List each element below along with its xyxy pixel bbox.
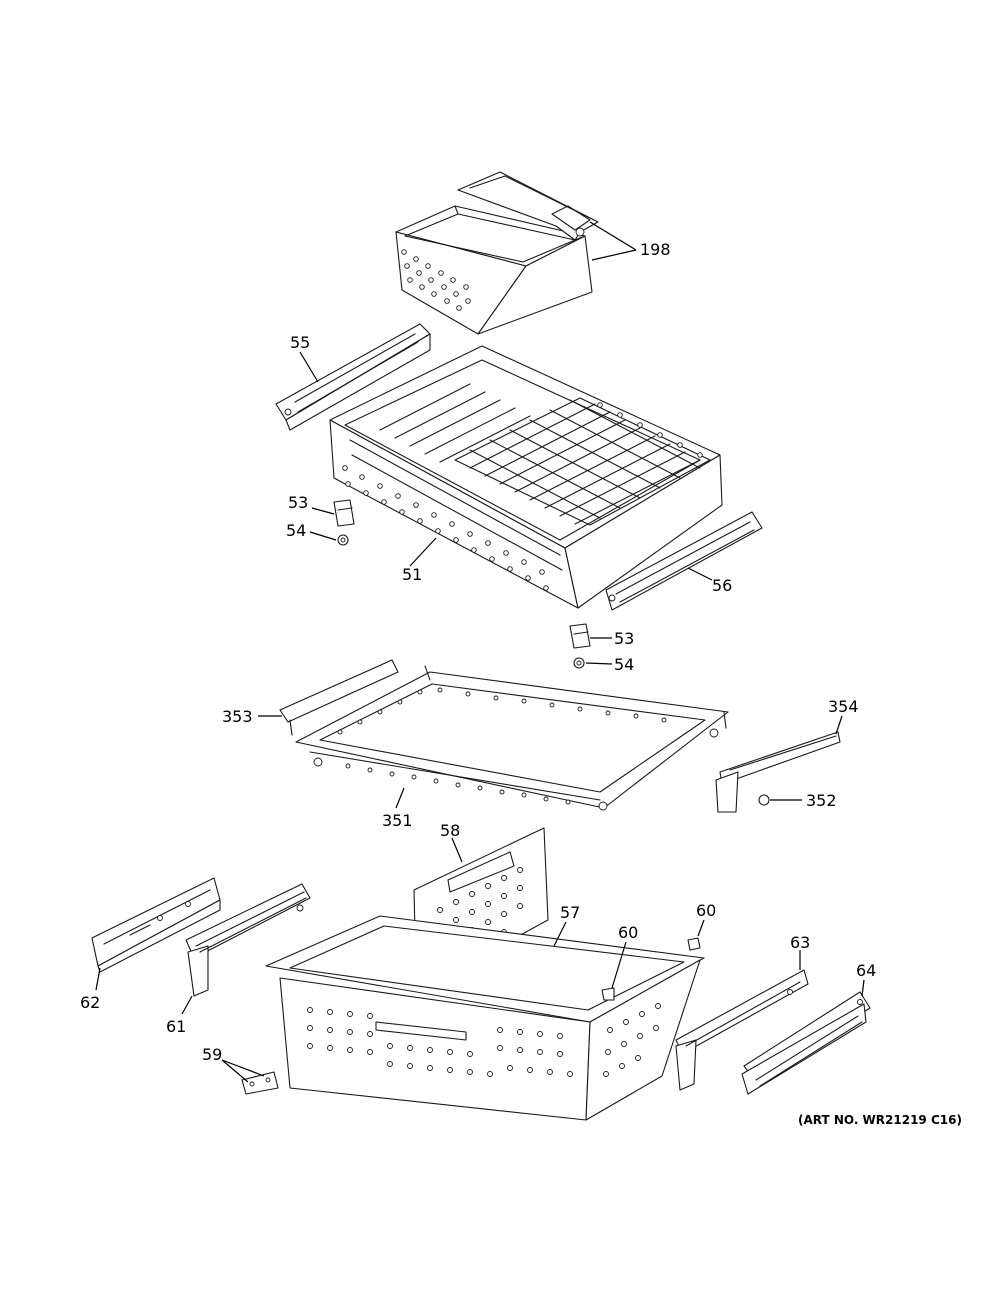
part-61-left-inner-slide [185, 883, 311, 997]
part-55-left-slide-rail [275, 323, 431, 431]
part-351-drawer-frame [279, 659, 729, 811]
callout-label-54-right: 54 [614, 655, 634, 674]
callout-label-51: 51 [402, 565, 422, 584]
wire-basket-grid [379, 383, 711, 526]
callout-label-63: 63 [790, 933, 810, 952]
callout-label-57: 57 [560, 903, 580, 922]
frame-351-holes [337, 687, 667, 805]
callout-label-58: 58 [440, 821, 460, 840]
callout-63: 63 [790, 933, 810, 970]
art-number-label: (ART NO. WR21219 C16) [798, 1113, 962, 1127]
part-53-left-stop-block [333, 499, 355, 527]
callout-label-62: 62 [80, 993, 100, 1012]
callout-60-top: 60 [696, 901, 716, 937]
callout-label-59: 59 [202, 1045, 222, 1064]
callout-64: 64 [856, 961, 876, 997]
callout-label-53-left: 53 [288, 493, 308, 512]
drawer-51-holes [342, 402, 703, 591]
part-62-left-outer-slide [91, 877, 221, 973]
callout-label-354: 354 [828, 697, 859, 716]
part-354-right-frame-rail [715, 731, 841, 813]
part-64-right-outer-slide [741, 991, 871, 1095]
callout-label-352: 352 [806, 791, 837, 810]
part-51-upper-drawer [329, 345, 723, 609]
callout-353: 353 [222, 707, 282, 726]
callout-51: 51 [402, 537, 437, 584]
callout-54-left: 54 [286, 521, 337, 541]
part-59-bracket [241, 1071, 279, 1095]
callout-53-left: 53 [288, 493, 335, 515]
callout-54-right: 54 [585, 655, 634, 674]
callout-60-bin: 60 [611, 923, 638, 989]
callout-label-55: 55 [290, 333, 310, 352]
part-54-left-roller [337, 534, 349, 546]
callout-label-353: 353 [222, 707, 253, 726]
bin-57-holes [307, 1003, 661, 1077]
callout-label-60-bin: 60 [618, 923, 638, 942]
callout-label-61: 61 [166, 1017, 186, 1036]
callout-58: 58 [440, 821, 463, 863]
basket-198-holes [401, 249, 471, 311]
callout-label-351: 351 [382, 811, 413, 830]
part-352-roller [758, 794, 770, 806]
callout-56: 56 [687, 567, 732, 595]
part-56-right-slide-rail [605, 511, 763, 611]
callout-label-56: 56 [712, 576, 732, 595]
callout-354: 354 [828, 697, 859, 735]
callout-351: 351 [382, 787, 413, 830]
callout-label-60-top: 60 [696, 901, 716, 920]
callout-label-64: 64 [856, 961, 876, 980]
callout-198: 198 [589, 221, 671, 261]
part-53-right-stop-block [569, 623, 591, 649]
callout-53-right: 53 [590, 629, 634, 648]
callout-352: 352 [770, 791, 837, 810]
callout-62: 62 [80, 967, 101, 1012]
callout-label-198: 198 [640, 240, 671, 259]
part-198-basket [395, 171, 599, 335]
callout-61: 61 [166, 995, 193, 1036]
part-54-right-roller [573, 657, 585, 669]
part-63-right-inner-slide [675, 969, 809, 1091]
callout-label-54-left: 54 [286, 521, 306, 540]
part-60-bumper-on-bin [601, 987, 615, 1001]
callout-55: 55 [290, 333, 319, 383]
callout-59: 59 [202, 1045, 265, 1083]
part-60-bumper-loose [687, 937, 701, 951]
callout-label-53-right: 53 [614, 629, 634, 648]
part-57-lower-bin [265, 915, 705, 1121]
callout-57: 57 [553, 903, 580, 947]
